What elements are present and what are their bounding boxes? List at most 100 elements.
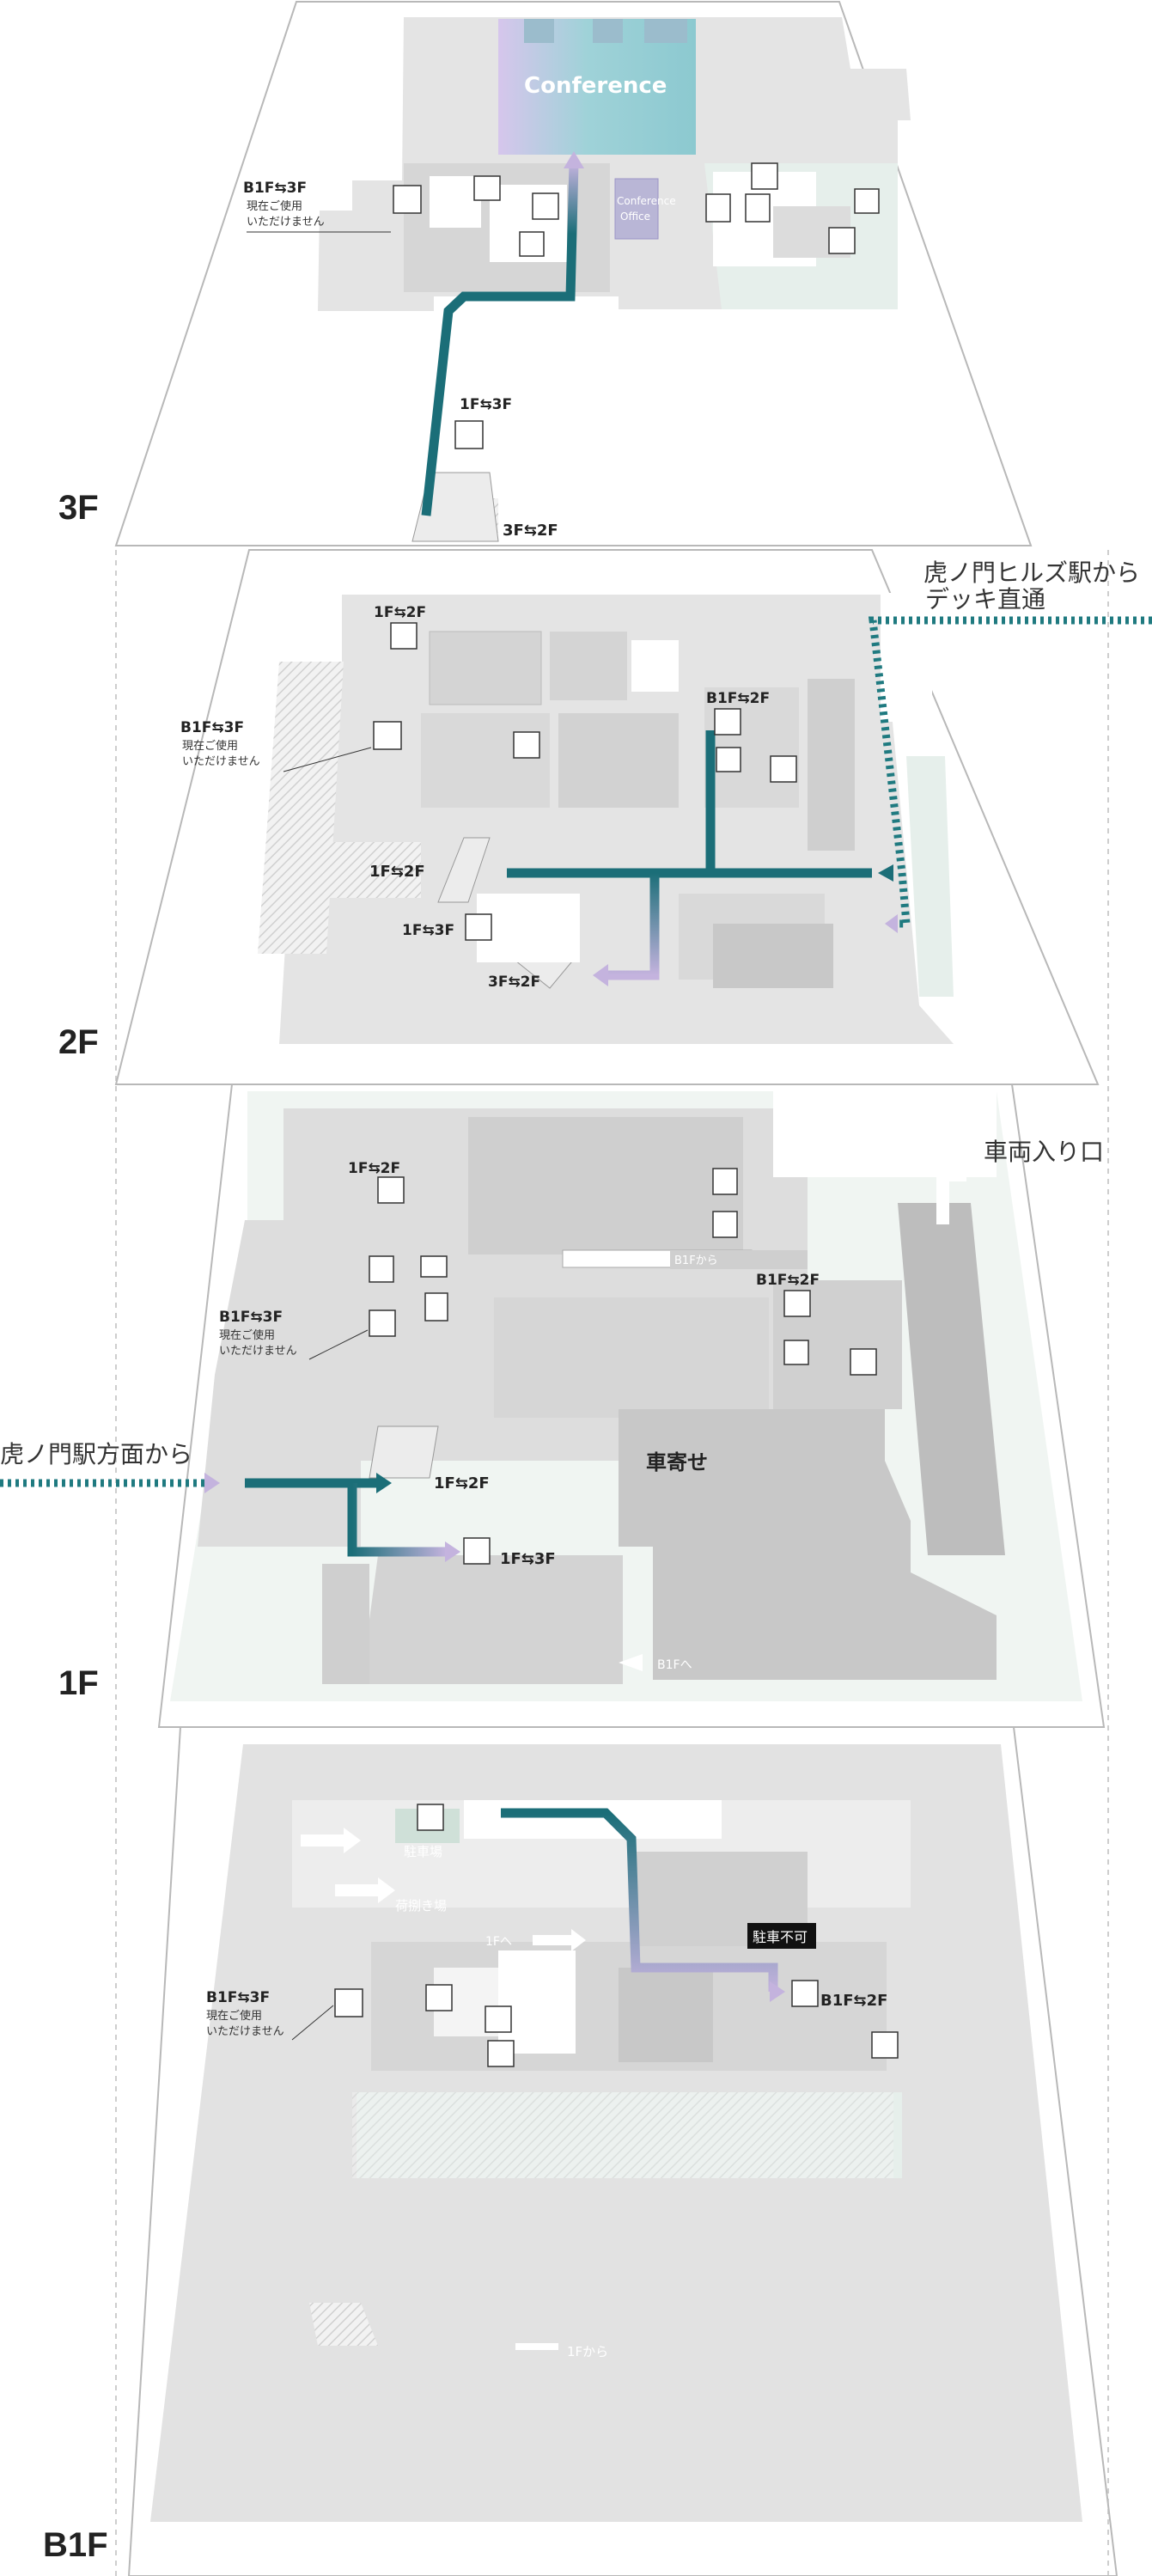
route-b1-arrowhead [770, 1981, 785, 2002]
floor-b1 [150, 1744, 1082, 2522]
route-3f [421, 162, 579, 516]
from-1f-label: 1Fから [567, 2344, 608, 2359]
elevator-label-b1-2f: B1F⇆2F [820, 1992, 887, 2010]
to-b1-arrow [619, 1654, 643, 1671]
emergency-exit-icon [532, 192, 559, 220]
route-2f-right-arrow [878, 864, 893, 882]
route-1f-south [347, 1483, 447, 1557]
baby-room-icon [519, 231, 545, 257]
elevator-label-1f-3f: 1F⇆3F [402, 922, 454, 939]
floor-2f [258, 593, 954, 1044]
elevator-icon [377, 1176, 405, 1204]
elevator-icon [390, 622, 418, 650]
elevator-label-b1-3f: B1F⇆3F [206, 1989, 270, 2006]
route-2f-arrowhead [593, 964, 608, 986]
from-b1-label: B1Fから [674, 1254, 718, 1267]
toilet-icon [712, 1211, 738, 1238]
vehicle-entrance-arrow [936, 1164, 966, 1224]
floor-label-1f: 1F [58, 1664, 99, 1702]
elevator-icon [454, 420, 484, 449]
emergency-exit-icon [871, 2031, 899, 2059]
no-parking-label: 駐車不可 [753, 1929, 808, 1945]
elevator-label-b1-2f: B1F⇆2F [756, 1272, 820, 1289]
conference-label: Conference [524, 73, 667, 99]
from-b1-arrow [670, 1250, 808, 1269]
elevator-icon [791, 1980, 819, 2007]
to-b1-label: B1Fへ [657, 1658, 692, 1672]
out-label: OUT [797, 1108, 820, 1120]
elevator-icon [714, 708, 741, 736]
elevator-note-2: いただけません [219, 1345, 297, 1358]
emergency-exit-icon [770, 755, 797, 783]
to-1f-label: 1Fへ [485, 1935, 512, 1949]
route-2f-down [603, 873, 660, 980]
elevator-note-1: 現在ご使用 [247, 199, 302, 213]
leader-line [283, 747, 372, 772]
no-parking-badge [747, 1923, 816, 1949]
escalator-label-3f-2f: 3F⇆2F [488, 974, 540, 991]
elevator-icon [334, 1988, 363, 2017]
elevator-note-1: 現在ご使用 [182, 739, 238, 753]
escalator-label-1f-2f: 1F⇆2F [434, 1474, 490, 1492]
elevator-label-1f-2f: 1F⇆2F [348, 1160, 400, 1177]
toilet-icon [369, 1255, 394, 1283]
elevator-icon [473, 175, 501, 201]
conference-office-room [614, 178, 659, 240]
elevator-label-1f-2f: 1F⇆2F [374, 604, 426, 621]
elevator-label-b1-3f: B1F⇆3F [219, 1309, 283, 1326]
dotted-path-arrowhead [204, 1473, 220, 1493]
conference-office-label-2: Office [620, 211, 650, 223]
drop-off-label: 車寄せ [646, 1450, 708, 1474]
leader-line [291, 2005, 334, 2041]
elevator-label-b1-3f: B1F⇆3F [243, 180, 307, 197]
from-1f-arrow [515, 2343, 558, 2350]
elevator-note-1: 現在ご使用 [219, 1328, 275, 1342]
dotted-path-hills-station [868, 616, 1152, 928]
accessible-toilet-icon [417, 1804, 444, 1831]
emergency-exit-icon [485, 2005, 512, 2033]
route-1f-arrowhead-south [445, 1541, 460, 1562]
loading-arrow [335, 1877, 395, 1903]
driveway-out [797, 1096, 809, 1130]
elevator-note-2: いただけません [247, 216, 325, 229]
parking-label: 駐車場 [404, 1844, 442, 1859]
emergency-exit-icon [850, 1348, 877, 1376]
elevator-icon [465, 913, 492, 941]
elevator-note-1: 現在ご使用 [206, 2009, 262, 2023]
baby-room-icon [487, 2040, 515, 2067]
floor-label-3f: 3F [58, 489, 99, 527]
parking-arrow [301, 1828, 361, 1853]
accessible-toilet-icon [751, 162, 778, 190]
elevator-icon [373, 721, 402, 750]
elevator-icon [369, 1309, 396, 1337]
hills-station-label-2: デッキ直通 [925, 585, 1045, 613]
to-1f-arrow [533, 1929, 586, 1951]
accessible-toilet-icon [716, 747, 741, 772]
dotted-path-arrowhead [885, 914, 898, 933]
baby-room-icon [854, 188, 880, 214]
escalator-label-3f-2f: 3F⇆2F [503, 522, 558, 540]
toilet-icon [424, 1292, 448, 1322]
leader-line [308, 1329, 369, 1360]
loading-label: 荷捌き場 [395, 1898, 447, 1914]
elevator-label-b1-3f: B1F⇆3F [180, 719, 244, 736]
toranomon-station-label: 虎ノ門駅方面から [0, 1440, 192, 1468]
elevator-icon [393, 185, 422, 214]
floor-label-b1: B1F [43, 2526, 108, 2564]
elevator-icon [463, 1537, 491, 1565]
floor-label-2f: 2F [58, 1023, 99, 1061]
route-3f-arrowhead [564, 151, 584, 168]
baby-room-icon [425, 1984, 453, 2011]
elevator-note-2: いただけません [206, 2025, 284, 2038]
accessible-toilet-icon [783, 1340, 809, 1365]
toilet-icon [712, 1168, 738, 1195]
elevator-label-b1-2f: B1F⇆2F [706, 690, 770, 707]
conference-office-label-1: Conference [617, 195, 676, 207]
hills-station-label-1: 虎ノ門ヒルズ駅から [923, 559, 1140, 587]
toilet-icon [745, 193, 771, 223]
elevator-note-2: いただけません [182, 755, 260, 768]
emergency-exit-icon [513, 731, 540, 759]
escalator-label-1f-2f: 1F⇆2F [369, 863, 425, 881]
vehicle-entrance-label: 車両入り口 [984, 1138, 1104, 1166]
